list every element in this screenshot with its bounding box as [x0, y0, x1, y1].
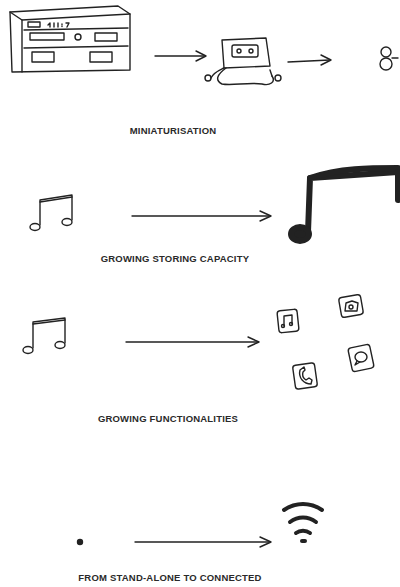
dot: [78, 540, 83, 545]
arrow: [155, 51, 206, 61]
arrow: [288, 55, 331, 65]
music-note-large: [291, 168, 398, 241]
caption: MINIATURISATION: [130, 125, 217, 136]
arrow: [126, 337, 259, 347]
music-note-small: [23, 318, 65, 354]
arrow: [135, 537, 271, 547]
caption: GROWING STORING CAPACITY: [101, 253, 250, 264]
caption: FROM STAND-ALONE TO CONNECTED: [78, 572, 261, 583]
walkman-sketch: [205, 38, 281, 85]
arrow: [132, 211, 271, 221]
earbuds-sketch: [380, 47, 398, 70]
caption: GROWING FUNCTIONALITIES: [98, 413, 238, 424]
music-note-small: [30, 195, 72, 231]
wifi-symbol: [284, 504, 322, 541]
app-icons: [277, 294, 374, 389]
stereo-sketch: [10, 6, 130, 72]
